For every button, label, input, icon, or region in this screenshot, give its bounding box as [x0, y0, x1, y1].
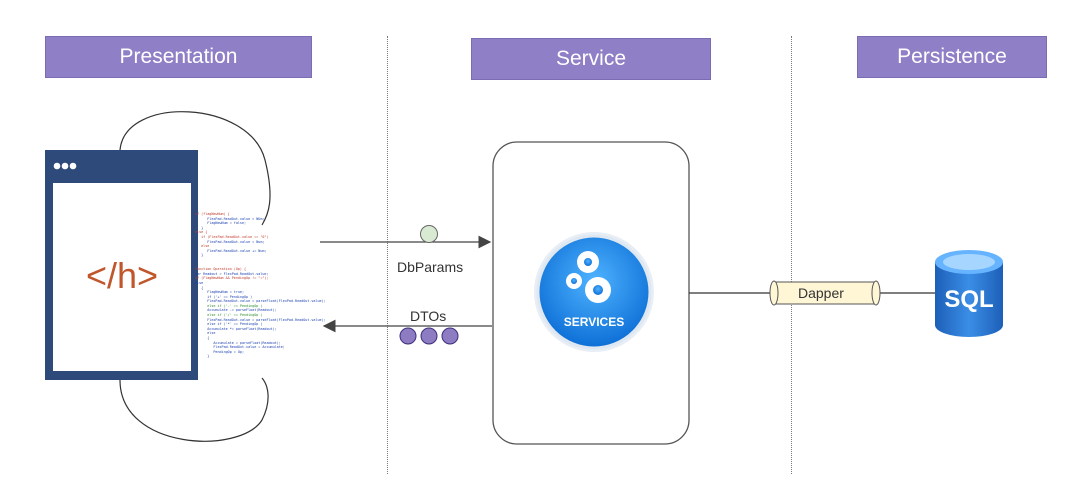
browser-window-icon: [45, 150, 198, 380]
dbparams-token: [420, 225, 438, 243]
dto-token-1: [399, 327, 417, 345]
dto-token-2: [420, 327, 438, 345]
dapper-label: Dapper: [798, 285, 844, 301]
scroll-icon: [769, 280, 881, 306]
top-curve: [119, 111, 271, 226]
sql-database-icon: [935, 250, 1003, 337]
dbparams-label: DbParams: [397, 259, 464, 275]
service-header: Service: [471, 38, 711, 80]
divider-service-persistence: [791, 36, 792, 474]
dto-token-3: [441, 327, 459, 345]
divider-presentation-service: [387, 36, 388, 474]
code-snippet-image: if (flagNewNum) { FlexPad.ReadOut.value …: [195, 212, 326, 359]
services-badge-label: SERVICES: [564, 315, 624, 329]
bottom-curve: [119, 377, 269, 442]
persistence-header: Persistence: [857, 36, 1047, 78]
html-tag-icon: </h>: [86, 255, 158, 296]
dtos-label: DTOs: [410, 308, 447, 324]
gears-icon: [534, 232, 654, 352]
presentation-header: Presentation: [45, 36, 312, 78]
sql-label: SQL: [944, 286, 993, 313]
